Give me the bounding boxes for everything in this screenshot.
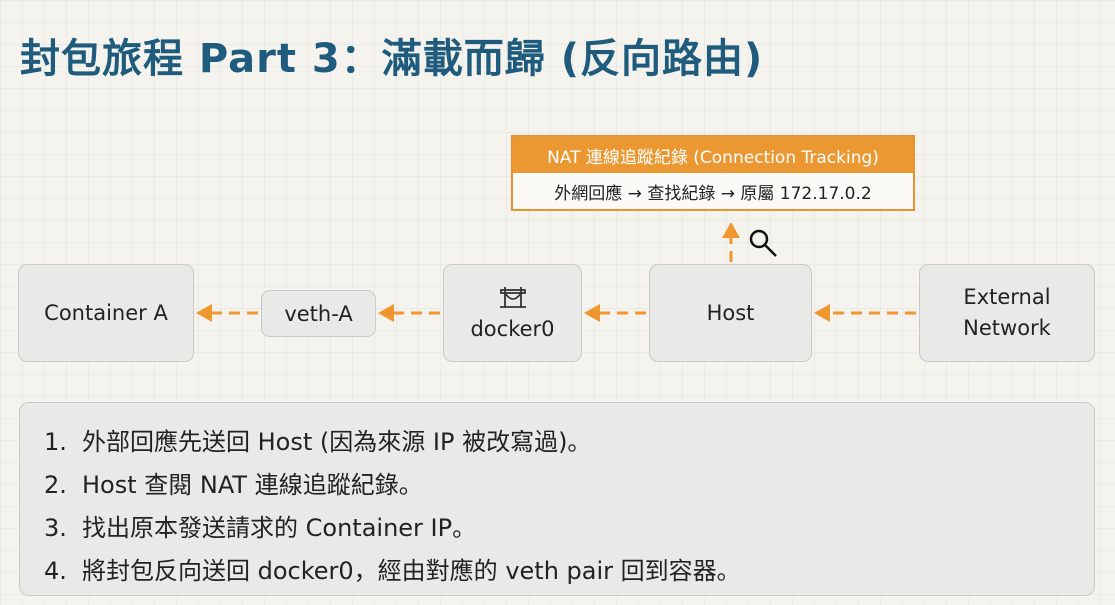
step-4-text: 將封包反向送回 docker0，經由對應的 veth pair 回到容器。	[82, 557, 741, 585]
step-2: 2. Host 查閱 NAT 連線追蹤紀錄。	[44, 464, 1094, 507]
node-host-label: Host	[706, 301, 755, 325]
step-3: 3. 找出原本發送請求的 Container IP。	[44, 507, 1094, 550]
magnifier-icon	[749, 229, 777, 257]
step-3-text: 找出原本發送請求的 Container IP。	[82, 514, 477, 542]
node-veth-a: veth-A	[261, 290, 376, 337]
external-line-1: External	[963, 285, 1051, 309]
step-3-number: 3.	[44, 514, 67, 542]
page-title: 封包旅程 Part 3：滿載而歸 (反向路由)	[20, 36, 764, 82]
bridge-icon	[499, 287, 526, 308]
step-4-number: 4.	[44, 557, 67, 585]
node-docker0: docker0	[443, 264, 582, 362]
node-external-network-label: External Network	[963, 282, 1051, 344]
nat-table-header: NAT 連線追蹤紀錄 (Connection Tracking)	[513, 137, 913, 173]
node-external-network: External Network	[919, 264, 1095, 362]
arrowhead-veth	[378, 304, 394, 322]
node-host: Host	[649, 264, 812, 362]
step-1: 1. 外部回應先送回 Host (因為來源 IP 被改寫過)。	[44, 421, 1094, 464]
step-1-number: 1.	[44, 428, 67, 456]
nat-table-body: 外網回應 → 查找紀錄 → 原屬 172.17.0.2	[554, 183, 872, 204]
external-line-2: Network	[963, 316, 1051, 340]
node-container-a: Container A	[18, 264, 194, 362]
arrowhead-container	[196, 304, 212, 322]
arrowhead-nat	[722, 222, 740, 238]
node-container-a-label: Container A	[44, 301, 168, 325]
step-1-text: 外部回應先送回 Host (因為來源 IP 被改寫過)。	[82, 428, 592, 456]
nat-tracking-table: NAT 連線追蹤紀錄 (Connection Tracking) 外網回應 → …	[511, 135, 915, 211]
step-2-number: 2.	[44, 471, 67, 499]
arrowhead-host	[814, 304, 830, 322]
step-2-text: Host 查閱 NAT 連線追蹤紀錄。	[82, 471, 423, 499]
step-4: 4. 將封包反向送回 docker0，經由對應的 veth pair 回到容器。	[44, 550, 1094, 593]
steps-panel: 1. 外部回應先送回 Host (因為來源 IP 被改寫過)。 2. Host 查閱…	[19, 402, 1095, 596]
arrowhead-docker0	[584, 304, 600, 322]
node-docker0-label: docker0	[470, 317, 555, 341]
node-veth-a-label: veth-A	[284, 301, 353, 326]
